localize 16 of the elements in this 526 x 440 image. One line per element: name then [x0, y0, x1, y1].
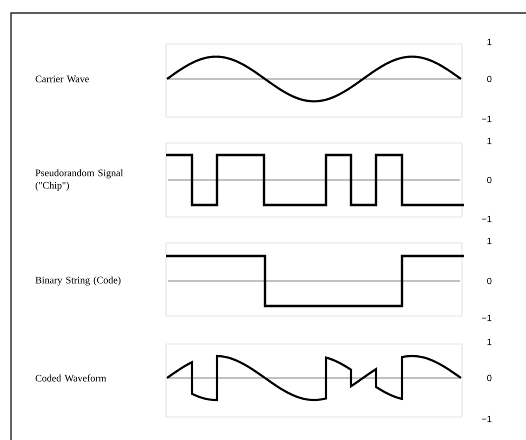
axis-tick-label: 0 — [487, 374, 492, 382]
axis-tick-label: 1 — [488, 338, 492, 346]
axis-tick-label: 0 — [487, 176, 492, 184]
signal-label: Pseudorandom Signal ("Chip") — [36, 169, 123, 191]
axis-tick-label: 1 — [488, 138, 492, 144]
axis-tick-label: −1 — [482, 314, 492, 322]
signal-label: Carrier Wave — [36, 76, 89, 82]
axis-tick-label: 0 — [487, 76, 492, 82]
axis-tick-label: −1 — [482, 116, 492, 122]
signal-label: Coded Waveform — [36, 374, 106, 382]
axis-tick-label: 0 — [487, 278, 492, 284]
axis-tick-label: 1 — [488, 38, 492, 46]
axis-tick-label: 1 — [488, 238, 492, 244]
signal-label: Binary String (Code) — [36, 276, 121, 286]
axis-tick-label: −1 — [482, 416, 492, 422]
axis-tick-label: −1 — [482, 216, 492, 222]
